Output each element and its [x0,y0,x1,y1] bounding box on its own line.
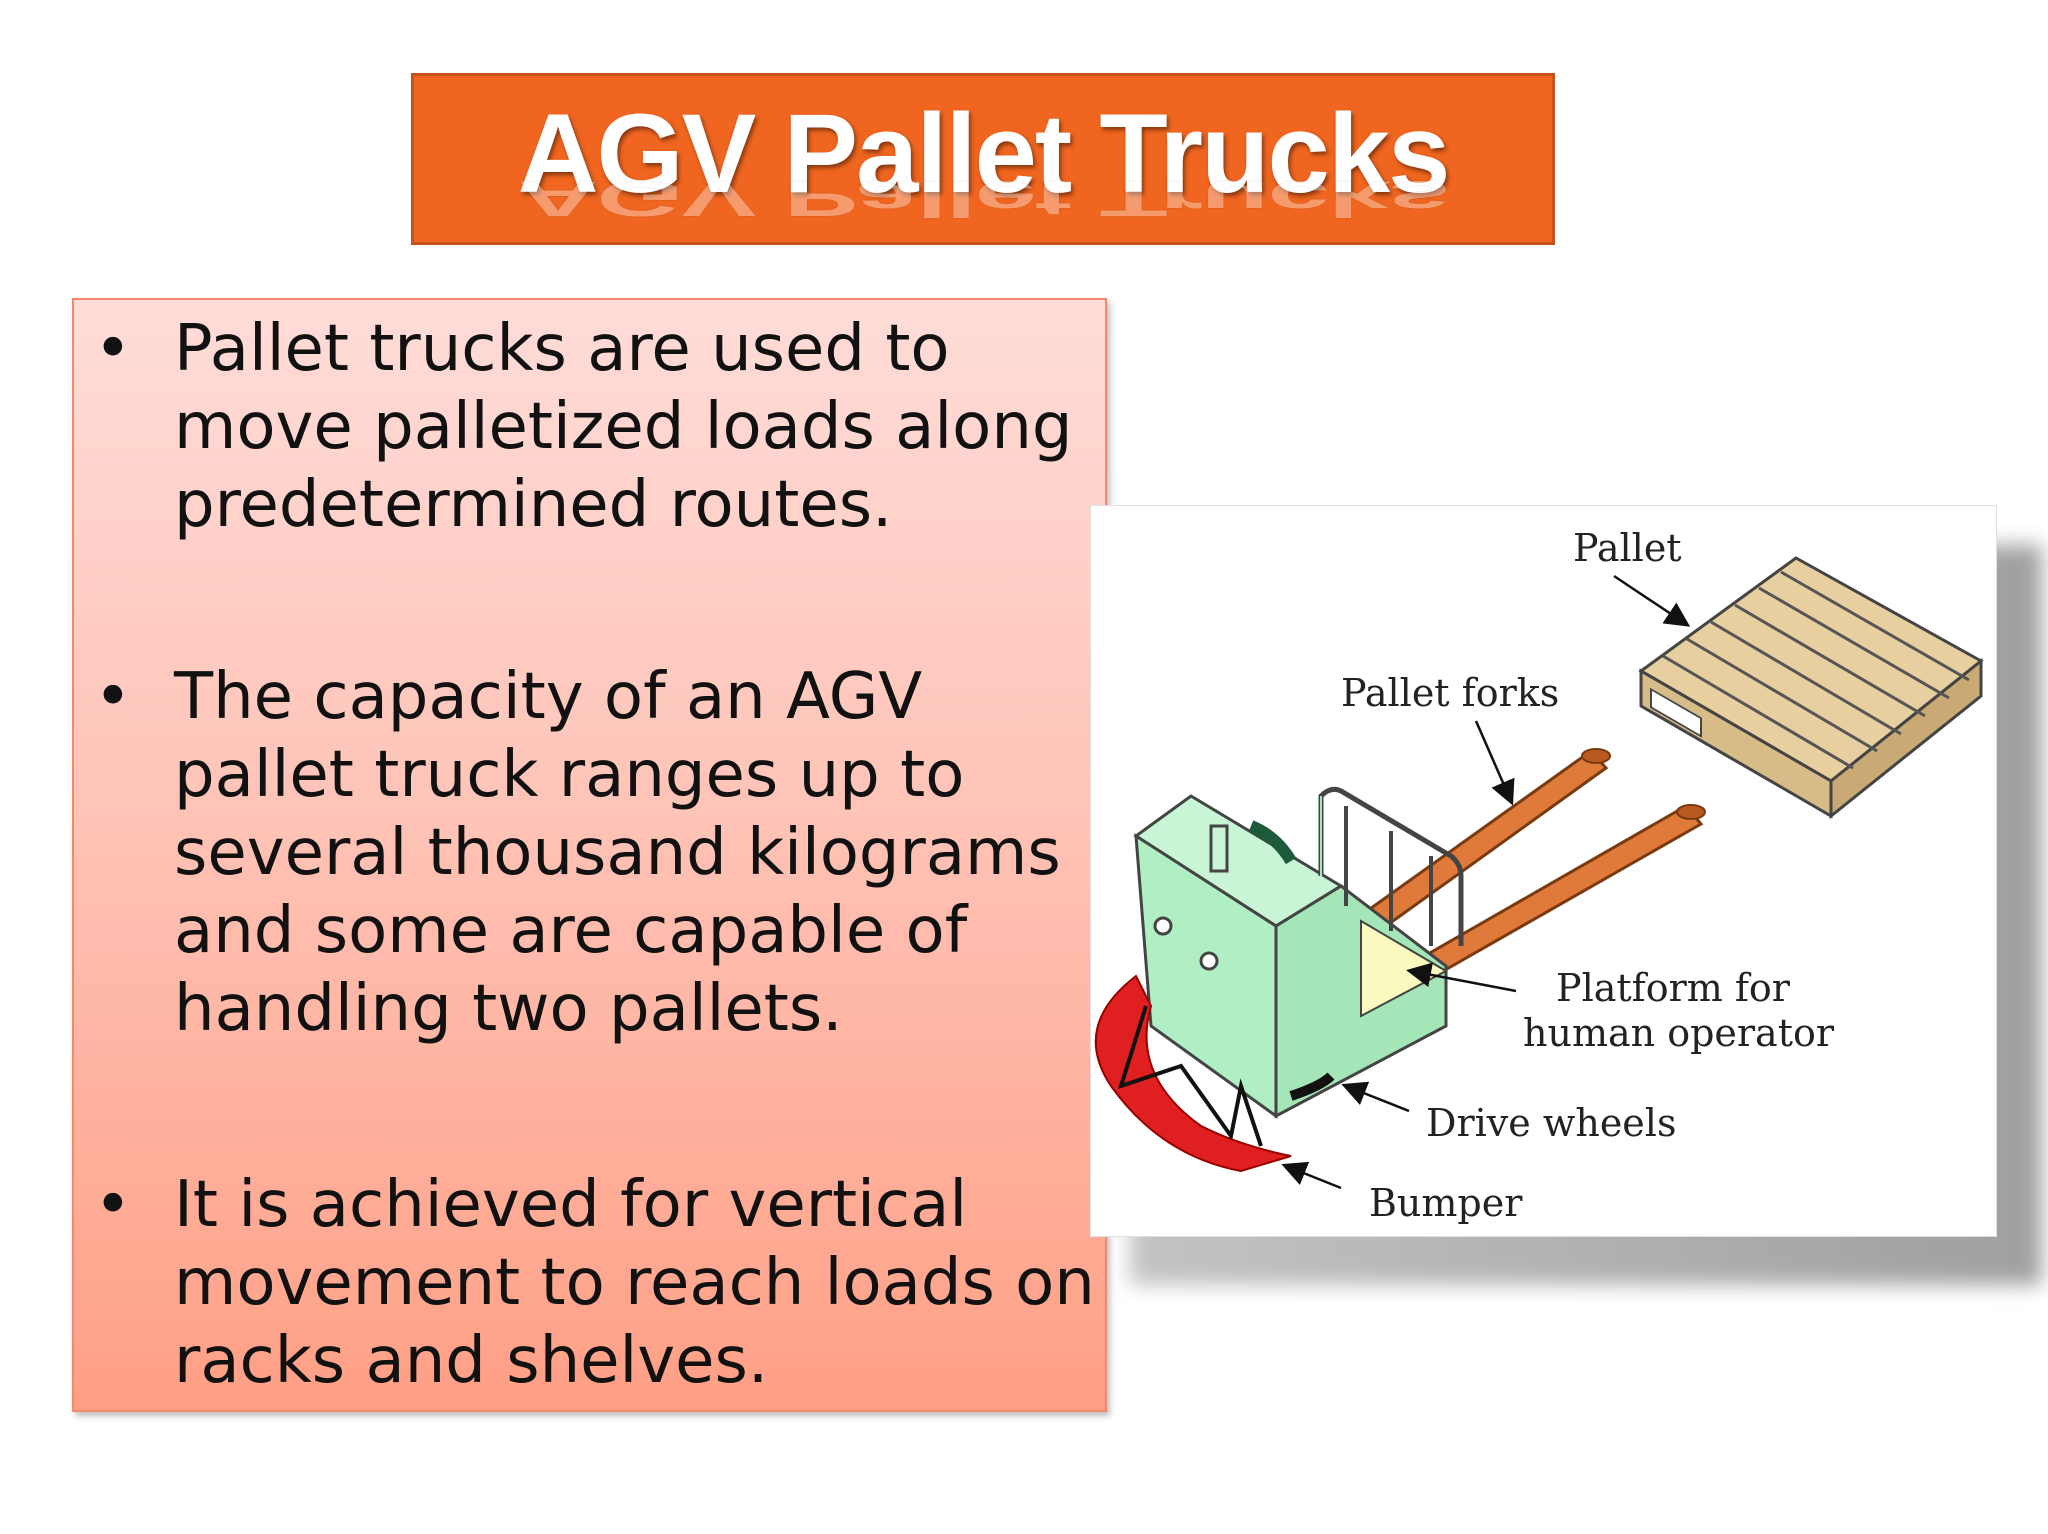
bullet-glyph: • [94,1168,132,1242]
pallet-forks-shape [1343,748,1706,1000]
bumper-shape [1094,974,1292,1173]
pallet-shape [1638,556,1984,820]
pallet-truck-diagram: Pallet Pallet forks Platform for human o… [1090,505,1997,1237]
label-bumper: Bumper [1369,1181,1523,1225]
label-drive-wheels: Drive wheels [1426,1101,1677,1145]
pallet-truck-illustration [1094,556,1984,1190]
bullet-text-box: • Pallet trucks are used to move palleti… [72,298,1107,1412]
slide-title: AGV Pallet Trucks [517,90,1451,216]
truck-body-shape [1133,786,1464,1119]
bullet-text: It is achieved for vertical movement to … [174,1168,1095,1398]
figure-container: Pallet Pallet forks Platform for human o… [1090,505,2042,1285]
bullet-text: Pallet trucks are used to move palletize… [174,312,1073,542]
label-platform-line2: human operator [1523,1011,1835,1055]
label-pallet-forks: Pallet forks [1341,671,1560,715]
bullet-glyph: • [94,660,132,734]
title-banner: AGV Pallet Trucks AGV Pallet Trucks [411,73,1555,245]
label-platform-line1: Platform for [1556,966,1790,1010]
label-pallet: Pallet [1573,526,1682,570]
bullet-glyph: • [94,312,132,386]
bullet-text: The capacity of an AGV pallet truck rang… [174,660,1061,1046]
